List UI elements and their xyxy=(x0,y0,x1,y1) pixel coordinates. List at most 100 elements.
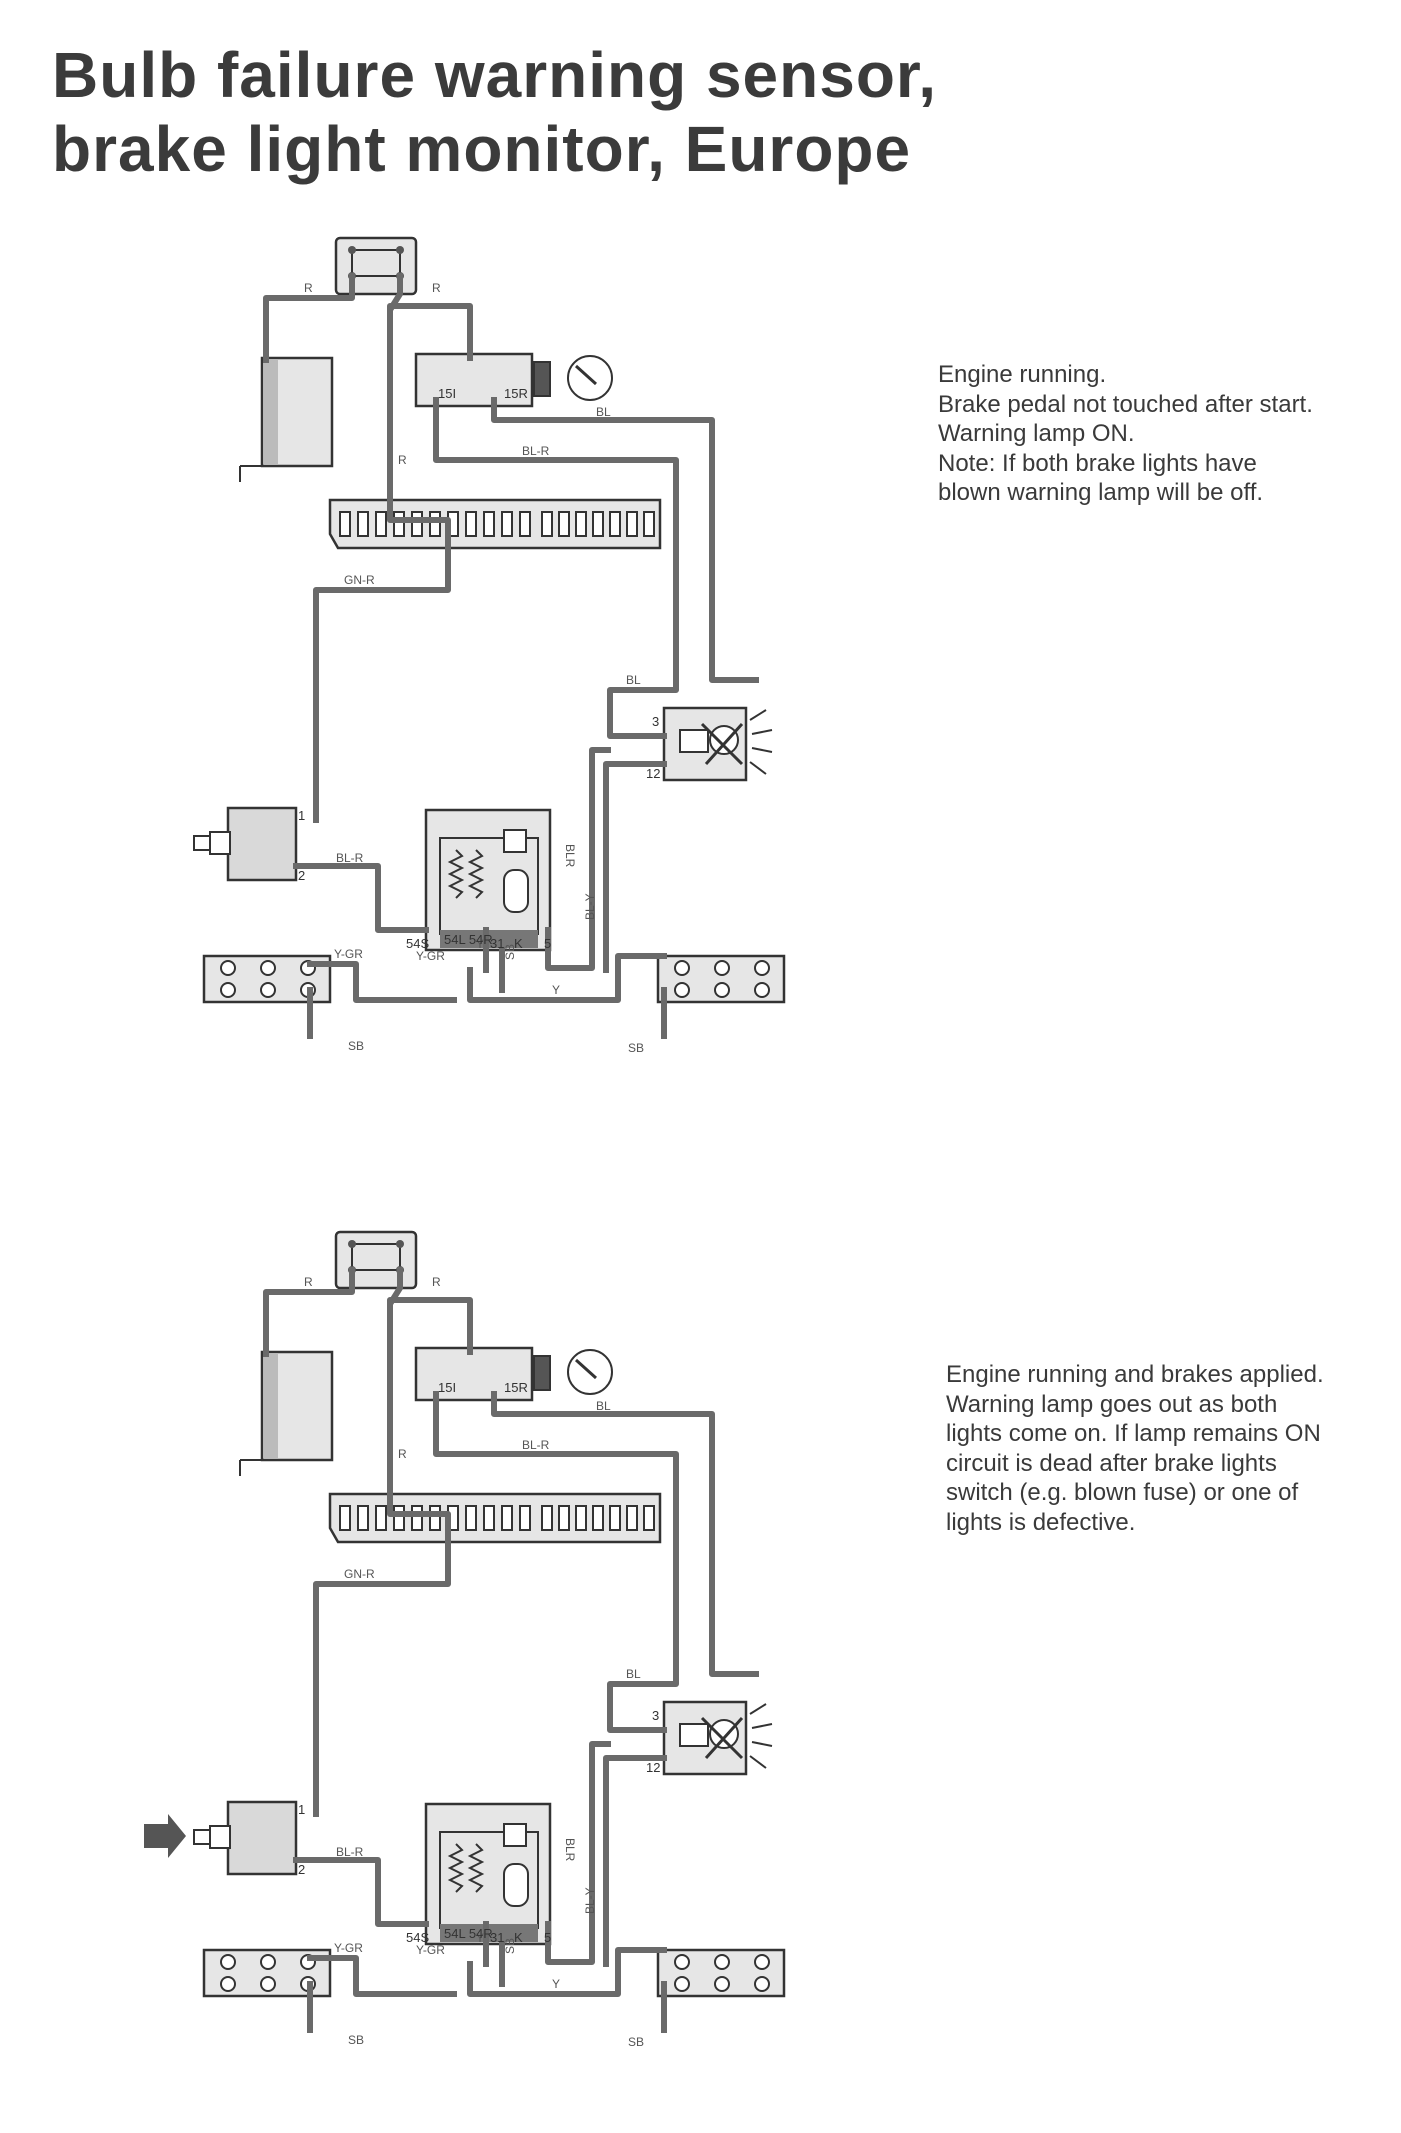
wire-label-blr: BLR xyxy=(563,1838,577,1862)
fuse xyxy=(411,1505,423,1531)
wire-label-bl-r: BL-R xyxy=(336,851,364,865)
fuse xyxy=(483,1505,495,1531)
fuse xyxy=(643,1505,655,1531)
pin-label: 3 xyxy=(652,714,659,729)
fuse xyxy=(575,511,587,537)
fuse xyxy=(429,1505,441,1531)
pin-label: 15R xyxy=(504,1380,528,1395)
note-engine-running: Engine running. Brake pedal not touched … xyxy=(938,360,1368,508)
fuse xyxy=(558,1505,570,1531)
wiring xyxy=(263,273,759,1039)
fuse xyxy=(465,1505,477,1531)
pin-label: 2 xyxy=(298,1862,305,1877)
fuse xyxy=(501,511,513,537)
fuse xyxy=(592,511,604,537)
wire-label-r: R xyxy=(432,281,441,295)
fuse xyxy=(609,1505,621,1531)
ignition-module xyxy=(334,236,418,296)
fuse xyxy=(429,511,441,537)
note-line: lights is defective. xyxy=(946,1508,1136,1536)
wire-label-r: R xyxy=(304,281,313,295)
pin-label: 54L 54R xyxy=(444,1926,493,1941)
fuse xyxy=(339,1505,351,1531)
fuse xyxy=(357,1505,369,1531)
note-line: blown warning lamp will be off. xyxy=(938,479,1264,506)
wire-label-y: Y xyxy=(476,937,484,951)
brake-light-switch xyxy=(193,806,298,882)
fuse xyxy=(339,511,351,537)
fuse xyxy=(519,1505,531,1531)
pin-label: 15I xyxy=(438,386,456,401)
fuse xyxy=(609,511,621,537)
wire-label-r: R xyxy=(398,453,407,467)
note-line: Warning lamp goes out as both xyxy=(946,1390,1278,1418)
wire-label-bl: BL xyxy=(626,1667,641,1681)
wire-label-bl-r: BL-R xyxy=(336,1845,364,1859)
pin-label: 54S xyxy=(406,936,429,951)
wire-label-y: Y xyxy=(476,1931,484,1945)
battery-icon xyxy=(239,356,334,482)
bulb-failure-sensor xyxy=(424,808,552,952)
wire-label-y-gr: Y-GR xyxy=(416,949,445,963)
wire-label-sb: SB xyxy=(503,1938,517,1954)
diagram-brake-pedal-pressed: R R R BL BL-R GN-R BL BL-R Y-GR Y-GR Y Y… xyxy=(0,1224,820,2084)
wire-labels: R R R BL BL-R GN-R BL BL-R Y-GR Y-GR Y Y… xyxy=(304,1275,644,2049)
wire-label-sb: SB xyxy=(628,1041,644,1055)
fuse xyxy=(393,1505,405,1531)
pin-label: 15I xyxy=(438,1380,456,1395)
fuse xyxy=(393,511,405,537)
fuse xyxy=(501,1505,513,1531)
note-line: Warning lamp ON. xyxy=(938,420,1135,447)
wire-label-bl-r: BL-R xyxy=(522,1438,550,1452)
pin-label: 15R xyxy=(504,386,528,401)
wire-label-gn-r: GN-R xyxy=(344,573,375,587)
wire-labels: R R R BL BL-R GN-R BL BL-R Y-GR Y-GR Y Y… xyxy=(304,281,644,1055)
wire-label-bl: BL xyxy=(626,673,641,687)
wire-label-y-gr: Y-GR xyxy=(416,1943,445,1957)
fuse xyxy=(592,1505,604,1531)
pin-label: 12 xyxy=(646,766,660,781)
note-line: Note: If both brake lights have xyxy=(938,449,1257,477)
fuse xyxy=(483,511,495,537)
wire-label-y-gr: Y-GR xyxy=(334,1941,363,1955)
wire-label-y-gr: Y-GR xyxy=(334,947,363,961)
pin-label: 3 xyxy=(652,1708,659,1723)
wire-label-gn-r: GN-R xyxy=(344,1567,375,1581)
page-title: Bulb failure warning sensor, brake light… xyxy=(52,38,937,186)
title-line-1: Bulb failure warning sensor, xyxy=(52,39,938,111)
fuse xyxy=(541,1505,553,1531)
right-brake-light xyxy=(656,1948,786,1998)
note-brakes-applied: Engine running and brakes applied. Warni… xyxy=(946,1360,1376,1537)
wire-label-bl-r: BL-R xyxy=(522,444,550,458)
title-line-2: brake light monitor, Europe xyxy=(52,113,912,185)
fuse xyxy=(626,511,638,537)
note-line: Engine running. xyxy=(938,361,1107,388)
left-brake-light xyxy=(202,1948,332,1998)
pin-label: 5 xyxy=(544,936,551,951)
wire-label-bl: BL xyxy=(596,405,611,419)
right-brake-light xyxy=(656,954,786,1004)
fuse-box xyxy=(328,1492,662,1544)
pin-label: 31 xyxy=(490,1930,504,1945)
pin-labels: 15I 15R 1 2 3 12 54S 31 K 5 54L 54R xyxy=(298,1380,660,1945)
fuse xyxy=(558,511,570,537)
wire-label-y: Y xyxy=(552,1977,560,1991)
pin-label: 31 xyxy=(490,936,504,951)
fuse xyxy=(375,511,387,537)
pin-label: 12 xyxy=(646,1760,660,1775)
wire-label-sb: SB xyxy=(348,2033,364,2047)
pin-label: 5 xyxy=(544,1930,551,1945)
wire-label-y: Y xyxy=(552,983,560,997)
pin-label: K xyxy=(514,936,523,951)
pin-label: 1 xyxy=(298,808,305,823)
pin-label: 54L 54R xyxy=(444,932,493,947)
wire-label-sb: SB xyxy=(503,944,517,960)
wire-label-blr: BLR xyxy=(563,844,577,868)
fuse xyxy=(375,1505,387,1531)
fuse-box xyxy=(328,498,662,550)
pin-labels: 15I 15R 1 2 3 12 54S 31 K 5 54L 54R xyxy=(298,386,660,951)
ignition-module xyxy=(334,1230,418,1290)
warning-lamp xyxy=(662,706,773,782)
note-line: circuit is dead after brake lights xyxy=(946,1449,1277,1477)
note-line: switch (e.g. blown fuse) or one of xyxy=(946,1479,1299,1506)
